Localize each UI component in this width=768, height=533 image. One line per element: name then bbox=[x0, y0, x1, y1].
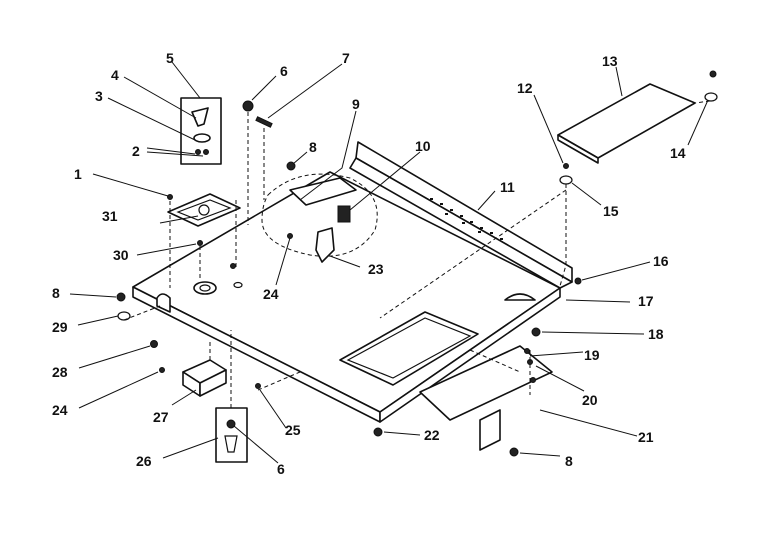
callout-19: 19 bbox=[584, 347, 600, 363]
callout-10: 10 bbox=[415, 138, 431, 154]
callout-6-bottom: 6 bbox=[277, 461, 285, 477]
callout-5: 5 bbox=[166, 50, 174, 66]
callout-1: 1 bbox=[74, 166, 82, 182]
callout-2: 2 bbox=[132, 143, 140, 159]
callout-11: 11 bbox=[500, 179, 515, 195]
callout-17: 17 bbox=[638, 293, 654, 309]
callout-30: 30 bbox=[113, 247, 129, 263]
callout-8-bottom: 8 bbox=[565, 453, 573, 469]
part-26-box bbox=[215, 407, 248, 463]
callout-labels: 1 2 3 4 5 6 6 7 8 8 8 9 10 11 12 13 14 1… bbox=[52, 50, 686, 477]
callout-3: 3 bbox=[95, 88, 103, 104]
callout-14: 14 bbox=[670, 145, 686, 161]
part-31-grate bbox=[167, 193, 241, 227]
part-27-block bbox=[182, 359, 227, 397]
leader-lines bbox=[69, 61, 709, 464]
callout-4: 4 bbox=[111, 67, 119, 83]
callout-8-left: 8 bbox=[52, 285, 60, 301]
callout-7: 7 bbox=[342, 50, 350, 66]
hardware bbox=[116, 70, 718, 457]
callout-21: 21 bbox=[638, 429, 654, 445]
callout-20: 20 bbox=[582, 392, 598, 408]
callout-9: 9 bbox=[352, 96, 360, 112]
callout-26: 26 bbox=[136, 453, 152, 469]
callout-31: 31 bbox=[102, 208, 118, 224]
callout-22: 22 bbox=[424, 427, 440, 443]
callout-25: 25 bbox=[285, 422, 301, 438]
callout-27: 27 bbox=[153, 409, 169, 425]
callout-16: 16 bbox=[653, 253, 669, 269]
part-box-3-4 bbox=[180, 97, 222, 165]
assembly-lines bbox=[123, 100, 711, 408]
callout-8-top: 8 bbox=[309, 139, 317, 155]
callout-6-top: 6 bbox=[280, 63, 288, 79]
callout-24-left: 24 bbox=[52, 402, 68, 418]
callout-28: 28 bbox=[52, 364, 68, 380]
part-21-bracket bbox=[419, 345, 553, 451]
callout-12: 12 bbox=[517, 80, 533, 96]
callout-23: 23 bbox=[368, 261, 384, 277]
callout-24-center: 24 bbox=[263, 286, 279, 302]
callout-29: 29 bbox=[52, 319, 68, 335]
control-panel bbox=[349, 141, 573, 289]
callout-13: 13 bbox=[602, 53, 618, 69]
callout-18: 18 bbox=[648, 326, 664, 342]
top-panel bbox=[132, 171, 561, 423]
callout-15: 15 bbox=[603, 203, 619, 219]
